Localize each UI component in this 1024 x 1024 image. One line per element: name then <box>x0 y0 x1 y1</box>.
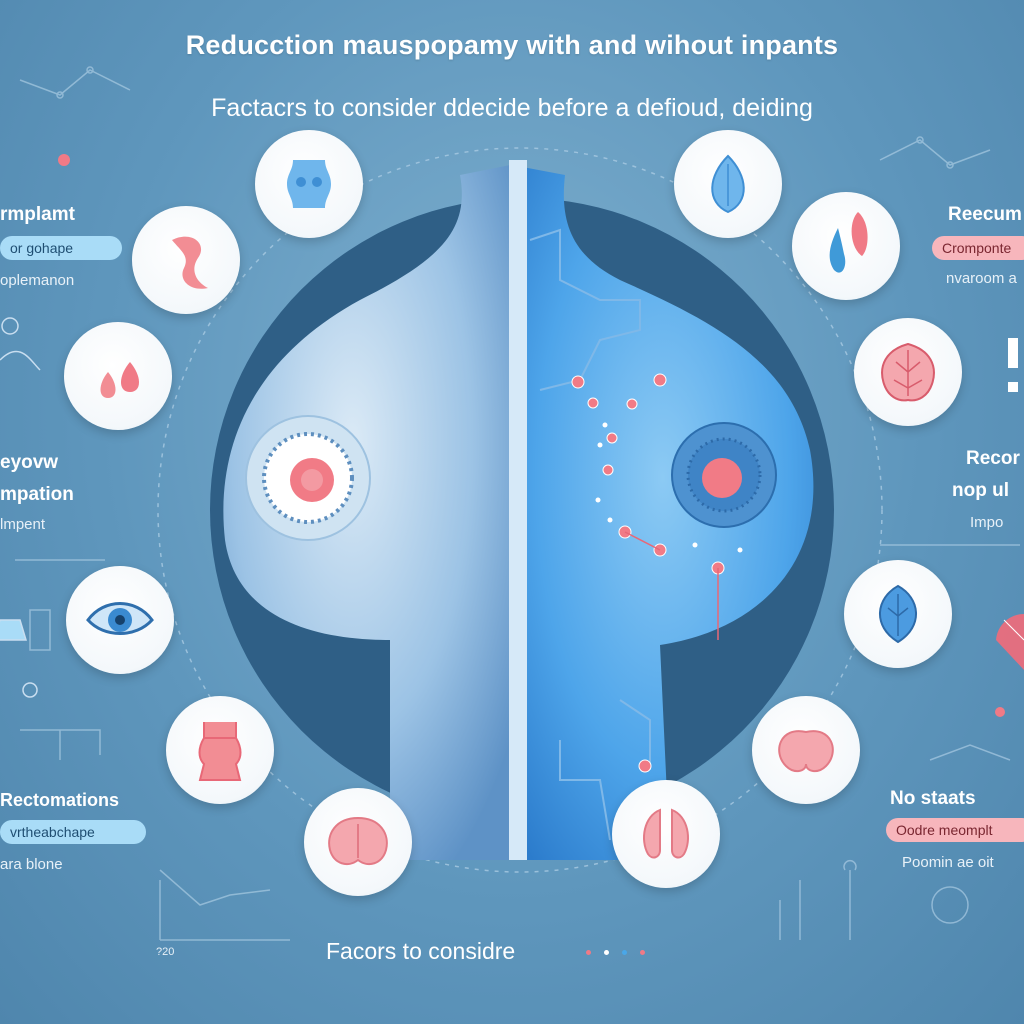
right-label-nop: nop ul <box>952 480 1009 501</box>
round-implant-icon <box>752 696 860 804</box>
left-pill-rectomations: vrtheabchape <box>0 820 146 844</box>
left-breast-shape <box>223 165 510 860</box>
page-title: Reducction mauspopamy with and wihout in… <box>185 30 839 60</box>
left-label-eyovw: eyovw <box>0 452 59 473</box>
gland-tissue-icon <box>854 318 962 426</box>
ribbon-icon <box>132 206 240 314</box>
implant-pair-icon <box>792 192 900 300</box>
left-label-mpation: mpation <box>0 484 74 505</box>
breast-tissue-icon <box>304 788 412 896</box>
left-label-implant: rmplamt <box>0 204 75 225</box>
right-pill-reecum: Cromponte <box>932 236 1024 260</box>
right-note-reecum: nvaroom a <box>946 270 1017 287</box>
lung-pair-icon <box>612 780 720 888</box>
camisole-icon <box>166 696 274 804</box>
torso-icon <box>255 130 363 238</box>
left-note-implant: oplemanon <box>0 272 75 289</box>
left-note-rectomations: ara blone <box>0 856 63 873</box>
teardrop-implant-icon <box>674 130 782 238</box>
right-label-nostaats: No staats <box>890 788 976 809</box>
chart-axis-label: ?20 <box>156 946 175 958</box>
bottom-caption: Facors to considre <box>326 938 516 964</box>
left-note-impent: lmpent <box>0 516 46 533</box>
right-label-reecum: Reecum <box>948 204 1022 225</box>
left-label-rectomations: Rectomations <box>0 790 120 810</box>
droplet-pair-icon <box>64 322 172 430</box>
eye-icon <box>66 566 174 674</box>
right-note-nostaats: Poomin ae oit <box>902 854 994 871</box>
page-subtitle: Factacrs to consider ddecide before a de… <box>211 94 813 122</box>
right-pill-nostaats: Oodre meomplt <box>886 818 1024 842</box>
right-label-recor: Recor <box>966 448 1020 469</box>
leaf-gland-icon <box>844 560 952 668</box>
right-breast-shape <box>512 165 814 860</box>
left-pill-implant: or gohape <box>0 236 122 260</box>
right-note-impo: Impo <box>970 514 1004 531</box>
